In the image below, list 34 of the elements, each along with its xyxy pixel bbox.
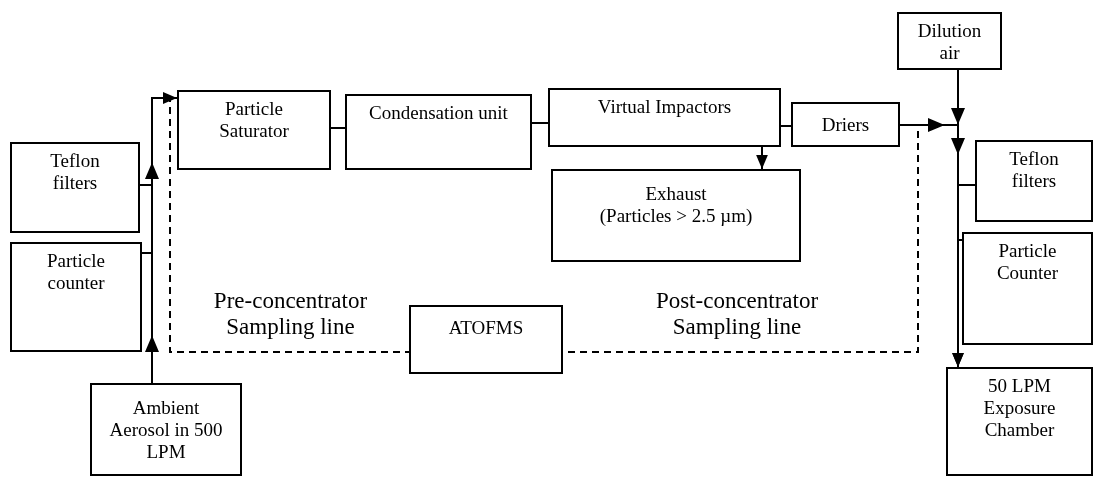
process-box xyxy=(975,140,1093,222)
process-box xyxy=(177,90,331,170)
process-box xyxy=(409,305,563,374)
process-box xyxy=(962,232,1093,345)
box-label: Ambient Aerosol in 500 LPM xyxy=(108,397,224,463)
process-box xyxy=(90,383,242,476)
box-label: 50 LPM Exposure Chamber xyxy=(982,375,1057,441)
connector-line xyxy=(531,122,549,124)
box-label: Particle counter xyxy=(46,250,106,294)
process-box xyxy=(345,94,532,170)
box-label: (Particles > 2.5 µm) xyxy=(599,204,753,227)
box-label: Dilution air xyxy=(916,20,983,64)
process-box xyxy=(897,12,1002,70)
arrow xyxy=(951,69,965,368)
process-box xyxy=(551,169,801,262)
process-box xyxy=(946,367,1093,476)
box-label: Particle Counter xyxy=(995,240,1060,284)
process-box xyxy=(10,142,140,233)
process-box xyxy=(548,88,781,147)
connector-line xyxy=(330,127,346,129)
process-box xyxy=(10,242,142,352)
arrow xyxy=(756,146,768,170)
sampling-line-label: Pre-concentrator Sampling line xyxy=(212,288,369,341)
process-box xyxy=(791,102,900,147)
connector-line xyxy=(780,125,792,127)
box-label: Driers xyxy=(821,114,870,136)
box-label: Teflon filters xyxy=(1008,148,1060,192)
box-label: ATOFMS xyxy=(448,317,524,339)
sampling-line-label: Post-concentrator Sampling line xyxy=(654,288,820,341)
box-label: Particle Saturator xyxy=(218,98,290,142)
box-label: Exhaust xyxy=(645,183,707,205)
box-label: Virtual Impactors xyxy=(597,96,732,118)
box-label: Teflon filters xyxy=(49,150,101,194)
box-label: Condensation unit xyxy=(369,102,508,124)
